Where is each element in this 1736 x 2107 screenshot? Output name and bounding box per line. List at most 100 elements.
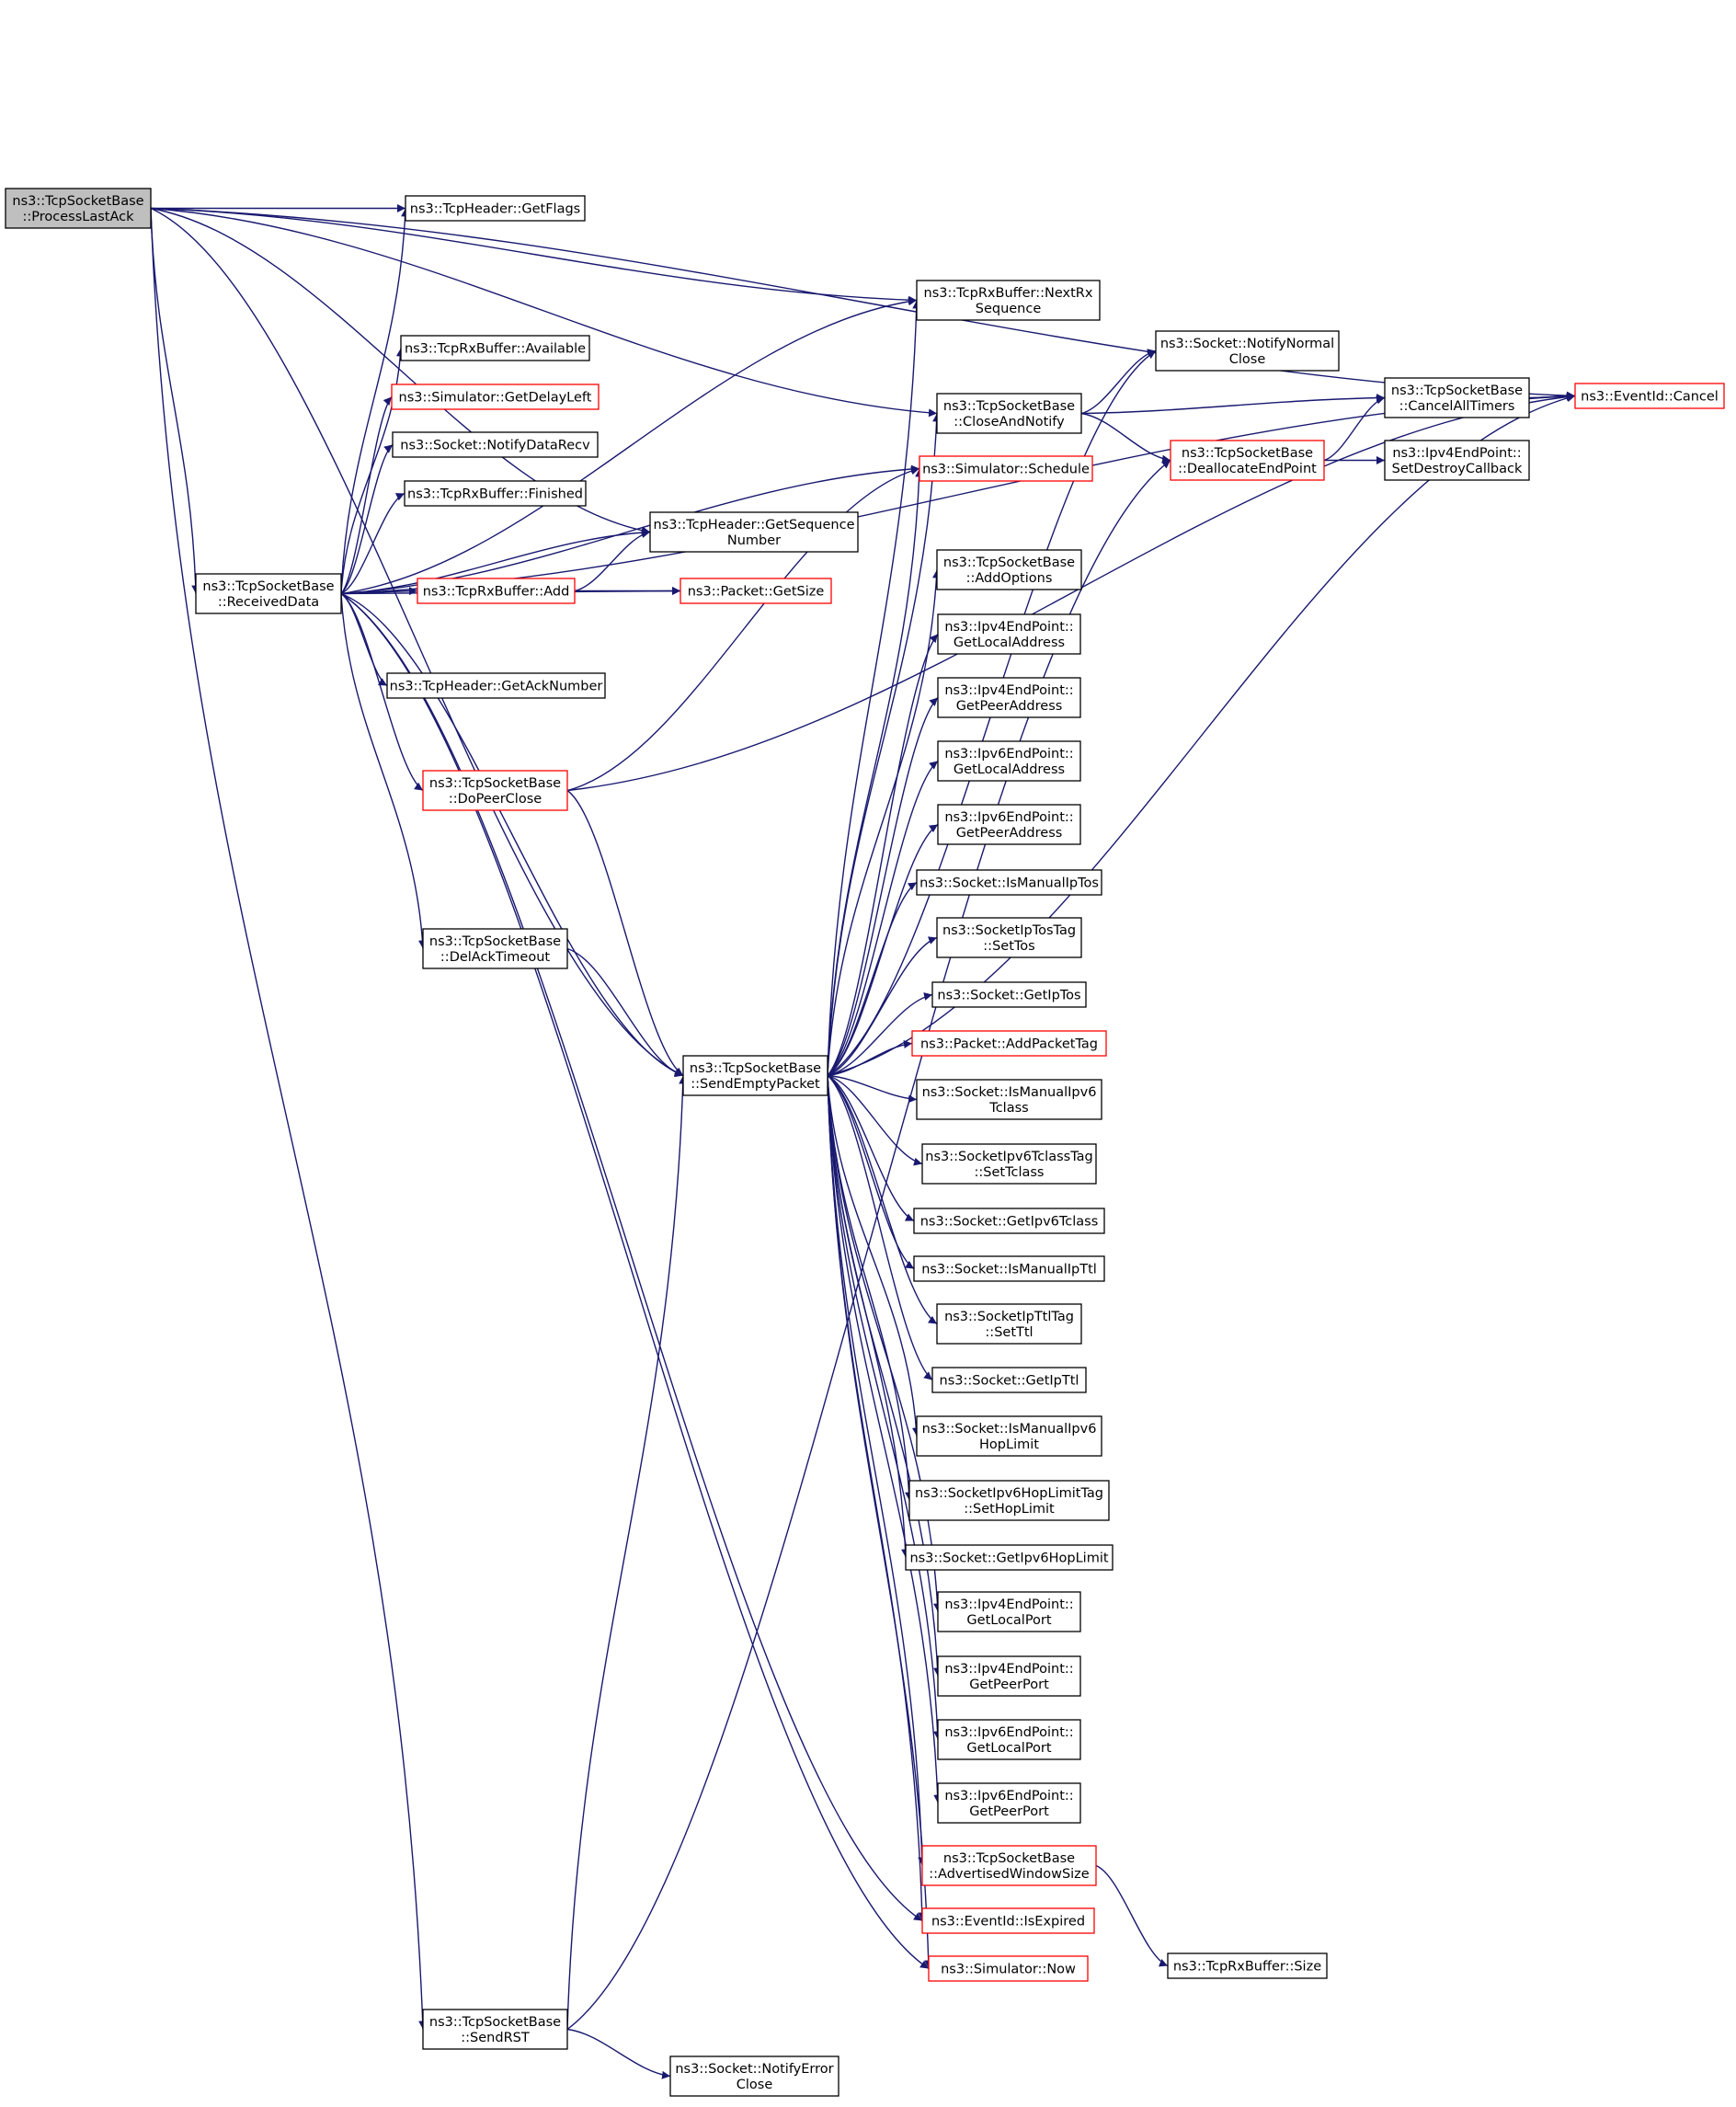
node-label: ::AdvertisedWindowSize [929,1867,1090,1882]
node-label: ns3::TcpHeader::GetFlags [410,202,580,217]
edge-delacktimeout-to-sendemptypacket [566,947,684,1078]
node-label: ns3::SocketIpv6HopLimitTag [915,1486,1103,1501]
edge-dopeerclose-to-sendemptypacket [566,789,684,1077]
node-label: ns3::TcpHeader::GetSequence [654,518,855,532]
node-getv6tclass[interactable]: ns3::Socket::GetIpv6Tclass [913,1208,1105,1234]
node-getdelayleft[interactable]: ns3::Simulator::GetDelayLeft [391,384,600,410]
node-label: ns3::Socket::GetIpv6HopLimit [909,1552,1108,1566]
node-label: ::ProcessLastAck [22,210,134,224]
edge-sendemptypacket-to-nextrx [827,300,921,1076]
node-getv6hoplimit[interactable]: ns3::Socket::GetIpv6HopLimit [905,1544,1114,1571]
edge-receiveddata-to-simnow [340,592,930,1970]
edge-sendemptypacket-to-v4localport [827,1075,942,1612]
node-advwindow[interactable]: ns3::TcpSocketBase::AdvertisedWindowSize [921,1845,1097,1886]
node-settclass[interactable]: ns3::SocketIpv6TclassTag::SetTclass [921,1143,1097,1185]
edge-sendemptypacket-to-getv6tclass [827,1074,915,1222]
node-simnow[interactable]: ns3::Simulator::Now [928,1955,1089,1982]
node-processlastack[interactable]: ns3::TcpSocketBase::ProcessLastAck [5,188,152,229]
node-available[interactable]: ns3::TcpRxBuffer::Available [400,335,590,361]
node-ismanualipttl[interactable]: ns3::Socket::IsManualIpTtl [913,1255,1105,1282]
node-closeandnotify[interactable]: ns3::TcpSocketBase::CloseAndNotify [936,393,1082,434]
node-v6peeraddr[interactable]: ns3::Ipv6EndPoint::GetPeerAddress [937,804,1081,845]
node-receiveddata[interactable]: ns3::TcpSocketBase::ReceivedData [195,573,342,614]
node-label: ns3::TcpSocketBase [943,555,1075,570]
edge-dopeerclose-to-schedule [566,466,920,792]
node-label: ns3::Socket::GetIpTtl [940,1374,1079,1389]
edge-receiveddata-to-notifydatarecv [340,443,394,595]
node-getacknumber[interactable]: ns3::TcpHeader::GetAckNumber [386,672,606,699]
node-label: ns3::EventId::IsExpired [931,1915,1085,1930]
edge-sendemptypacket-to-v4localaddr [827,634,939,1076]
node-setttl[interactable]: ns3::SocketIpTtlTag::SetTtl [936,1303,1082,1345]
node-getiptos[interactable]: ns3::Socket::GetIpTos [931,981,1087,1008]
node-box [1574,383,1725,409]
node-dopeerclose[interactable]: ns3::TcpSocketBase::DoPeerClose [422,770,568,811]
node-label: ns3::Packet::GetSize [688,585,825,600]
node-v6localaddr[interactable]: ns3::Ipv6EndPoint::GetLocalAddress [937,740,1081,782]
node-schedule[interactable]: ns3::Simulator::Schedule [919,455,1093,482]
node-label: ns3::TcpSocketBase [429,2015,561,2030]
node-box [1170,440,1325,481]
edge-receiveddata-to-finished [340,492,405,595]
node-getipttl[interactable]: ns3::Socket::GetIpTtl [931,1367,1087,1393]
node-eventcancel[interactable]: ns3::EventId::Cancel [1574,383,1725,409]
node-v4peerport[interactable]: ns3::Ipv4EndPoint::GetPeerPort [937,1655,1081,1697]
node-label: ns3::TcpRxBuffer::Size [1173,1960,1321,1975]
node-getflags[interactable]: ns3::TcpHeader::GetFlags [405,195,586,222]
node-label: ns3::Simulator::GetDelayLeft [399,391,592,406]
node-label: ns3::TcpSocketBase [12,194,143,209]
node-label: ns3::Socket::NotifyNormal [1160,337,1334,351]
node-v4localport[interactable]: ns3::Ipv4EndPoint::GetLocalPort [937,1591,1081,1632]
node-v6peerport[interactable]: ns3::Ipv6EndPoint::GetPeerPort [937,1782,1081,1824]
node-box [937,613,1081,655]
node-box [391,384,600,410]
node-label: ns3::Socket::GetIpTos [937,989,1080,1003]
node-getsize[interactable]: ns3::Packet::GetSize [680,578,832,604]
node-notifydatarecv[interactable]: ns3::Socket::NotifyDataRecv [392,431,599,458]
node-finished[interactable]: ns3::TcpRxBuffer::Finished [404,480,587,507]
node-rxadd[interactable]: ns3::TcpRxBuffer::Add [417,578,576,604]
node-label: ns3::Socket::IsManualIpv6 [922,1422,1097,1437]
node-sendrst[interactable]: ns3::TcpSocketBase::SendRST [422,2009,568,2050]
node-box [908,1480,1110,1521]
edge-sendemptypacket-to-settos [827,936,938,1077]
node-cancelalltimers[interactable]: ns3::TcpSocketBase::CancelAllTimers [1384,377,1530,418]
node-label: ns3::SocketIpTosTag [942,923,1076,938]
node-box [669,2055,839,2097]
node-sethoplimit[interactable]: ns3::SocketIpv6HopLimitTag::SetHopLimit [908,1480,1110,1521]
node-label: ns3::TcpSocketBase [202,579,334,594]
node-label: ns3::EventId::Cancel [1581,390,1719,405]
node-label: ns3::Socket::NotifyError [675,2062,833,2077]
edge-deallocate-to-cancelalltimers [1323,395,1386,462]
edge-processlastack-to-closeandnotify [150,207,938,418]
node-settos[interactable]: ns3::SocketIpTosTag::SetTos [936,917,1082,958]
node-v4localaddr[interactable]: ns3::Ipv4EndPoint::GetLocalAddress [937,613,1081,655]
node-v6localport[interactable]: ns3::Ipv6EndPoint::GetLocalPort [937,1719,1081,1760]
node-box [937,804,1081,845]
node-rxsize[interactable]: ns3::TcpRxBuffer::Size [1167,1952,1328,1979]
node-label: ns3::Ipv4EndPoint:: [944,620,1073,635]
node-label: ns3::TcpRxBuffer::NextRx [924,286,1093,301]
node-label: SetDestroyCallback [1392,462,1523,476]
node-box [937,1782,1081,1824]
node-addpackettag[interactable]: ns3::Packet::AddPacketTag [911,1030,1107,1057]
node-setdestroy[interactable]: ns3::Ipv4EndPoint::SetDestroyCallback [1384,440,1530,481]
edge-sendrst-to-deallocate [566,459,1171,2031]
edge-sendemptypacket-to-addoptions [827,569,942,1076]
node-v4peeraddr[interactable]: ns3::Ipv4EndPoint::GetPeerAddress [937,677,1081,718]
node-label: ::SendEmptyPacket [691,1077,820,1092]
node-isexpired[interactable]: ns3::EventId::IsExpired [921,1907,1095,1934]
node-ismanualiptos[interactable]: ns3::Socket::IsManualIpTos [916,869,1102,896]
node-box [937,1655,1081,1697]
node-sendemptypacket[interactable]: ns3::TcpSocketBase::SendEmptyPacket [682,1055,828,1096]
node-addoptions[interactable]: ns3::TcpSocketBase::AddOptions [936,549,1082,590]
node-label: ns3::Ipv4EndPoint:: [944,683,1073,698]
node-delacktimeout[interactable]: ns3::TcpSocketBase::DelAckTimeout [422,928,568,969]
node-deallocate[interactable]: ns3::TcpSocketBase::DeallocateEndPoint [1170,440,1325,481]
